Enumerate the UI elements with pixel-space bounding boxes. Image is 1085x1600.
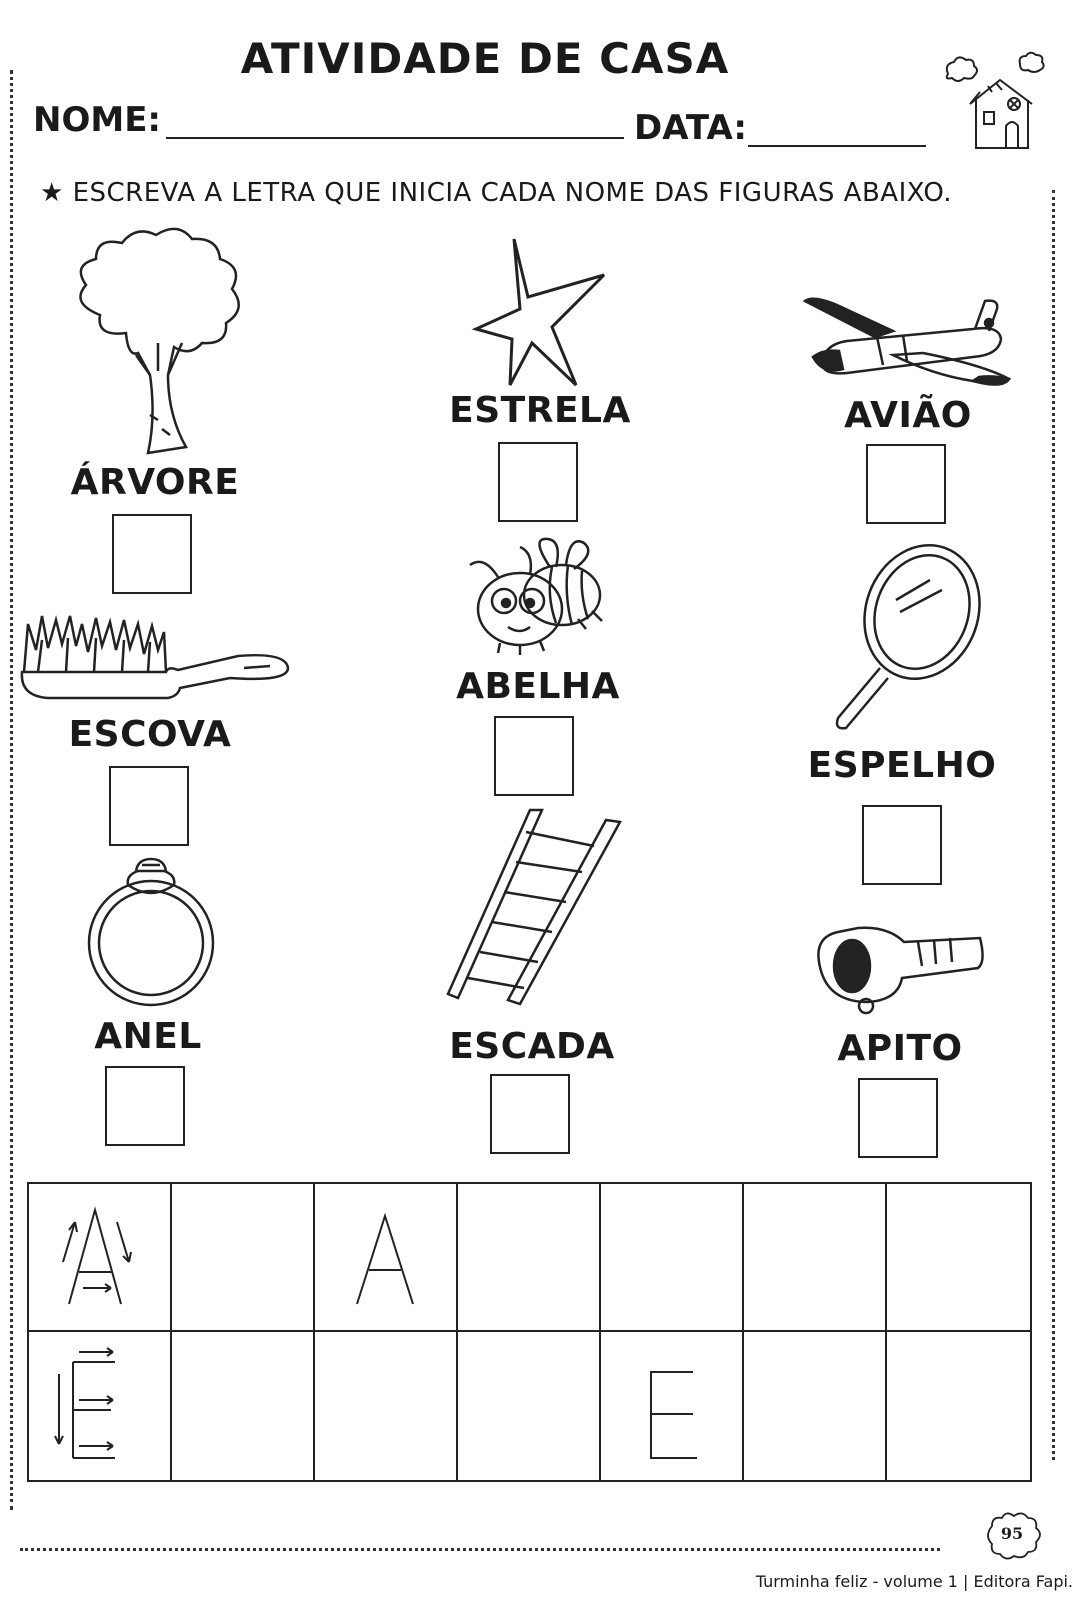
- page-title: ATIVIDADE DE CASA: [240, 34, 730, 83]
- sample-cell-a: [315, 1184, 458, 1332]
- word-estrela: ESTRELA: [449, 390, 631, 431]
- practice-cell[interactable]: [172, 1332, 315, 1480]
- tree-icon: [66, 225, 246, 470]
- left-dotted-border: [10, 70, 13, 1510]
- letter-practice-grid: [27, 1182, 1032, 1482]
- letter-a-sample-icon: [356, 1212, 414, 1305]
- bee-icon: [460, 535, 610, 660]
- answer-box-escova[interactable]: [109, 766, 189, 846]
- star-bullet-icon: ★: [40, 178, 64, 208]
- bottom-dotted-border: [20, 1548, 940, 1551]
- star-icon: [471, 235, 612, 390]
- flower-frame-icon: [987, 1512, 1041, 1560]
- page-number: 95: [1000, 1524, 1024, 1543]
- answer-box-apito[interactable]: [858, 1078, 938, 1158]
- practice-cell[interactable]: [458, 1184, 601, 1332]
- word-abelha: ABELHA: [456, 666, 620, 707]
- ladder-icon: [446, 808, 626, 1008]
- word-escada: ESCADA: [449, 1026, 615, 1067]
- practice-cell[interactable]: [744, 1184, 887, 1332]
- word-arvore: ÁRVORE: [70, 462, 240, 503]
- airplane-icon: [802, 295, 1013, 395]
- guide-cell-e: [29, 1332, 172, 1480]
- practice-cell[interactable]: [601, 1184, 744, 1332]
- house-icon: [940, 51, 1050, 152]
- letter-a-stroke-guide-icon: [62, 1206, 132, 1305]
- answer-box-estrela[interactable]: [498, 442, 578, 522]
- instruction-text: ★ ESCREVA A LETRA QUE INICIA CADA NOME D…: [40, 178, 952, 208]
- answer-box-escada[interactable]: [490, 1074, 570, 1154]
- whistle-icon: [817, 918, 988, 1018]
- practice-cell[interactable]: [172, 1184, 315, 1332]
- practice-cell[interactable]: [458, 1332, 601, 1480]
- practice-cell[interactable]: [887, 1332, 1030, 1480]
- word-espelho: ESPELHO: [807, 745, 997, 786]
- answer-box-abelha[interactable]: [494, 716, 574, 796]
- letter-e-sample-icon: [650, 1371, 697, 1459]
- word-escova: ESCOVA: [68, 714, 232, 755]
- answer-box-arvore[interactable]: [112, 514, 192, 594]
- word-aviao: AVIÃO: [844, 395, 972, 436]
- date-label: DATA:: [634, 108, 747, 148]
- answer-box-aviao[interactable]: [866, 444, 946, 524]
- guide-cell-a: [29, 1184, 172, 1332]
- name-label: NOME:: [33, 100, 162, 140]
- mirror-icon: [830, 540, 985, 735]
- ring-icon: [86, 855, 216, 1010]
- letter-e-stroke-guide-icon: [54, 1347, 115, 1459]
- brush-icon: [18, 610, 293, 710]
- instruction-label: ESCREVA A LETRA QUE INICIA CADA NOME DAS…: [72, 178, 953, 208]
- name-field[interactable]: [166, 137, 624, 139]
- answer-box-espelho[interactable]: [862, 805, 942, 885]
- practice-cell[interactable]: [315, 1332, 458, 1480]
- sample-cell-e: [601, 1332, 744, 1480]
- answer-box-anel[interactable]: [105, 1066, 185, 1146]
- word-apito: APITO: [837, 1028, 963, 1069]
- practice-cell[interactable]: [887, 1184, 1030, 1332]
- footer-credit: Turminha feliz - volume 1 | Editora Fapi…: [755, 1572, 1073, 1591]
- right-dotted-border: [1052, 190, 1055, 1460]
- practice-cell[interactable]: [744, 1332, 887, 1480]
- date-field[interactable]: [748, 145, 926, 147]
- word-anel: ANEL: [94, 1016, 202, 1057]
- page-number-badge: 95: [982, 1512, 1042, 1560]
